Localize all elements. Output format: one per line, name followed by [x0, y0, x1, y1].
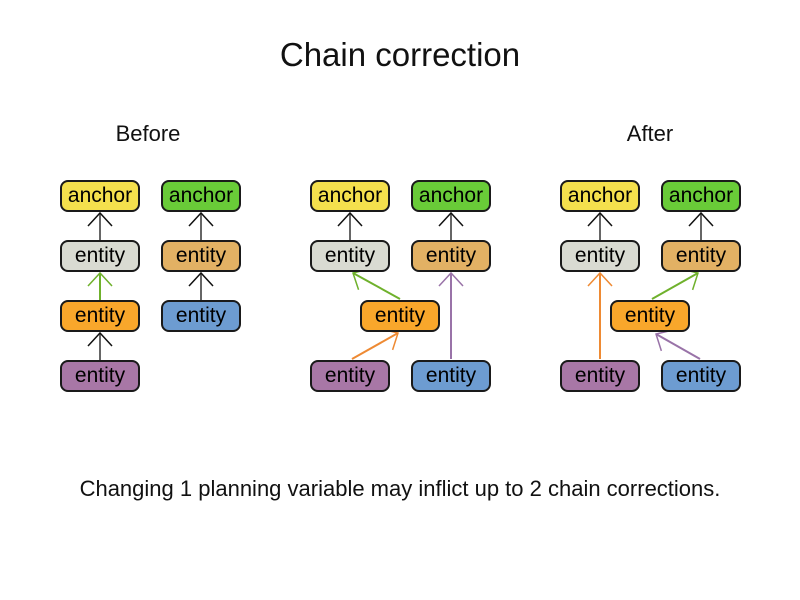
after-label: After — [626, 121, 674, 146]
before-entity-purple: entity — [60, 360, 140, 392]
arrow-before-entity-gray-to-anchor-yellow — [87, 211, 113, 240]
arrow-before-entity-blue-to-entity-tan — [188, 271, 214, 300]
after-anchor-yellow: anchor — [560, 180, 640, 212]
before-label: Before — [115, 121, 181, 146]
arrow-after-entity-purple-to-entity-gray — [587, 271, 613, 359]
after-entity-blue: entity — [661, 360, 741, 392]
after-anchor-green: anchor — [661, 180, 741, 212]
middle-entity-purple: entity — [310, 360, 390, 392]
after-entity-orange: entity — [610, 300, 690, 332]
arrow-before-entity-purple-to-entity-orange — [87, 331, 113, 360]
before-entity-gray: entity — [60, 240, 140, 272]
arrow-middle-entity-tan-to-anchor-green — [438, 211, 464, 240]
middle-anchor-yellow: anchor — [310, 180, 390, 212]
after-entity-gray: entity — [560, 240, 640, 272]
middle-entity-gray: entity — [310, 240, 390, 272]
before-entity-blue: entity — [161, 300, 241, 332]
middle-entity-tan: entity — [411, 240, 491, 272]
caption: Changing 1 planning variable may inflict… — [79, 476, 721, 501]
middle-entity-blue: entity — [411, 360, 491, 392]
middle-entity-orange: entity — [360, 300, 440, 332]
arrow-after-entity-gray-to-anchor-yellow — [587, 211, 613, 240]
arrow-after-entity-tan-to-anchor-green — [688, 211, 714, 240]
before-entity-tan: entity — [161, 240, 241, 272]
middle-anchor-green: anchor — [411, 180, 491, 212]
arrow-middle-entity-blue-to-entity-tan — [438, 271, 464, 359]
after-entity-tan: entity — [661, 240, 741, 272]
after-entity-purple: entity — [560, 360, 640, 392]
arrow-middle-entity-gray-to-anchor-yellow — [337, 211, 363, 240]
arrow-before-entity-orange-to-entity-gray — [87, 271, 113, 300]
before-anchor-green: anchor — [161, 180, 241, 212]
before-anchor-yellow: anchor — [60, 180, 140, 212]
page-title: Chain correction — [279, 36, 521, 73]
arrow-before-entity-tan-to-anchor-green — [188, 211, 214, 240]
before-entity-orange: entity — [60, 300, 140, 332]
